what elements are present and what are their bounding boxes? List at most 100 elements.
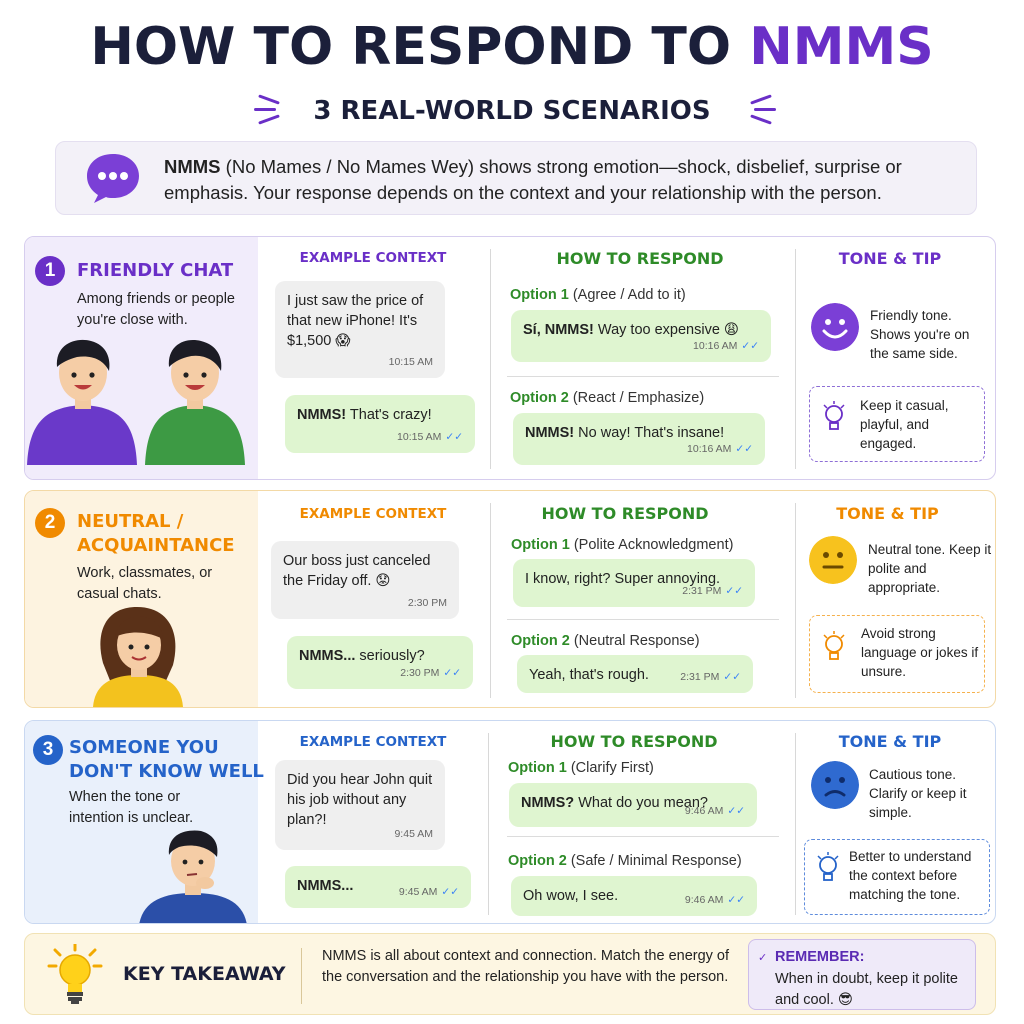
scenario-title: FRIENDLY CHAT: [77, 260, 234, 281]
lightbulb-icon: [823, 401, 845, 430]
remember-text: When in doubt, keep it polite and cool. …: [775, 971, 958, 1008]
message-time: 2:31 PM: [682, 585, 722, 597]
key-takeaway-box: KEY TAKEAWAY NMMS is all about context a…: [24, 933, 996, 1015]
reply-text: seriously?: [355, 648, 425, 664]
option-bold: Sí, NMMS!: [523, 322, 594, 338]
check-icon: ✓: [758, 952, 768, 964]
message-time: 2:30 PM: [400, 667, 440, 679]
tone-text: Friendly tone. Shows you're on the same …: [870, 308, 970, 361]
read-check-icon: ✓✓: [741, 340, 759, 352]
scenario-number-badge: 2: [35, 508, 65, 538]
option-1-label: Option 1 (Agree / Add to it): [510, 287, 686, 303]
context-header: EXAMPLE CONTEXT: [299, 734, 447, 750]
respond-header: HOW TO RESPOND: [556, 249, 724, 268]
remember-box: ✓ REMEMBER: When in doubt, keep it polit…: [748, 939, 976, 1010]
option-text: No way! That's insane!: [574, 425, 725, 441]
tone-header: TONE & TIP: [838, 732, 942, 751]
option-desc: (Safe / Minimal Response): [570, 853, 742, 869]
reply-bold: NMMS!: [297, 407, 347, 423]
option-number: Option 1: [511, 537, 570, 553]
option-2-label: Option 2 (Neutral Response): [511, 633, 700, 649]
option-desc: (Agree / Add to it): [572, 287, 686, 303]
message-time: 9:46 AM: [684, 894, 724, 906]
message-time: 10:16 AM: [687, 443, 732, 455]
intro-term: NMMS: [164, 156, 221, 177]
page-subtitle: 3 REAL-WORLD SCENARIOS: [313, 96, 711, 126]
scenario-left-column: 3 SOMEONE YOU DON'T KNOW WELL When the t…: [25, 721, 264, 923]
option-2-bubble: Oh wow, I see. 9:46 AM✓✓: [511, 876, 757, 916]
intro-text: NMMS (No Mames / No Mames Wey) shows str…: [164, 154, 964, 206]
message-time: 9:46 AM: [684, 805, 724, 817]
option-2-label: Option 2 (Safe / Minimal Response): [508, 853, 742, 869]
sad-face-icon: [811, 761, 859, 809]
message-time-group: 2:31 PM✓✓: [680, 667, 741, 687]
message-time-group: 10:15 AM✓✓: [397, 427, 463, 447]
option-1-label: Option 1 (Polite Acknowledgment): [511, 537, 733, 553]
read-check-icon: ✓✓: [441, 886, 459, 898]
intro-description: (No Mames / No Mames Wey) shows strong e…: [164, 156, 902, 203]
scenario-title-line2: DON'T KNOW WELL: [69, 761, 264, 782]
tone-text: Cautious tone. Clarify or keep it simple…: [869, 767, 967, 820]
reply-text: That's crazy!: [346, 407, 432, 423]
option-1-bubble: NMMS? What do you mean? 9:46 AM✓✓: [509, 783, 757, 827]
message-time: 2:30 PM: [407, 597, 447, 609]
lightbulb-icon: [823, 631, 845, 660]
friends-illustration: [27, 339, 245, 465]
scenario-left-column: 2 NEUTRAL / ACQUAINTANCE Work, classmate…: [25, 491, 258, 707]
option-2-bubble: NMMS! No way! That's insane! 10:16 AM✓✓: [513, 413, 765, 465]
context-message-bubble: I just saw the price of that new iPhone!…: [275, 281, 445, 378]
tip-text: Keep it casual, playful, and engaged.: [860, 398, 949, 451]
title-accent: NMMS: [749, 17, 934, 77]
woman-illustration: [93, 607, 183, 707]
context-message-text: Our boss just canceled the Friday off. 😟: [283, 553, 431, 589]
smiling-face-icon: [811, 303, 859, 351]
option-desc: (React / Emphasize): [572, 390, 705, 406]
tip-box: [809, 386, 985, 462]
option-number: Option 2: [510, 390, 569, 406]
scenario-panel-stranger: 3 SOMEONE YOU DON'T KNOW WELL When the t…: [24, 720, 996, 924]
scenario-description: Work, classmates, or casual chats.: [77, 565, 213, 602]
option-text: Yeah, that's rough.: [529, 667, 649, 683]
option-1-label: Option 1 (Clarify First): [508, 760, 654, 776]
read-check-icon: ✓✓: [445, 431, 463, 443]
tone-header: TONE & TIP: [838, 249, 942, 268]
option-1-bubble: I know, right? Super annoying. 2:31 PM✓✓: [513, 559, 755, 607]
message-time: 10:15 AM: [388, 356, 433, 368]
option-desc: (Neutral Response): [573, 633, 700, 649]
context-message-bubble: Our boss just canceled the Friday off. 😟…: [271, 541, 459, 619]
message-time-group: 10:16 AM✓✓: [687, 439, 753, 459]
tip-box: [804, 839, 990, 915]
option-number: Option 2: [508, 853, 567, 869]
scenario-description: Among friends or people you're close wit…: [77, 291, 235, 328]
message-time: 9:45 AM: [398, 886, 438, 898]
scenario-left-column: 1 FRIENDLY CHAT Among friends or people …: [25, 237, 258, 479]
remember-heading: REMEMBER:: [775, 949, 865, 965]
message-time-group: 9:46 AM✓✓: [685, 801, 745, 821]
scenario-number-badge: 1: [35, 256, 65, 286]
reply-bold: NMMS...: [299, 648, 356, 664]
option-number: Option 1: [508, 760, 567, 776]
read-check-icon: ✓✓: [727, 805, 745, 817]
message-time-group: 2:31 PM✓✓: [682, 581, 743, 601]
reply-message-bubble: NMMS... 9:45 AM✓✓: [285, 866, 471, 908]
context-message-text: I just saw the price of that new iPhone!…: [287, 293, 424, 349]
scenario-title-line1: SOMEONE YOU: [69, 737, 219, 758]
option-divider: [507, 619, 779, 620]
context-message-text: Did you hear John quit his job without a…: [287, 772, 433, 828]
column-divider: [488, 733, 489, 915]
tip-box: [809, 615, 985, 693]
takeaway-divider: [301, 948, 302, 1004]
scenario-title-line1: NEUTRAL /: [77, 511, 184, 532]
tip-text: Avoid strong language or jokes if unsure…: [861, 626, 979, 679]
read-check-icon: ✓✓: [725, 585, 743, 597]
scenario-panel-friendly: 1 FRIENDLY CHAT Among friends or people …: [24, 236, 996, 480]
message-time-group: 10:16 AM✓✓: [693, 336, 759, 356]
message-time-group: 9:45 AM✓✓: [399, 882, 459, 902]
option-text: I know, right? Super annoying.: [525, 571, 721, 587]
scenario-description: When the tone or intention is unclear.: [69, 789, 194, 826]
respond-header: HOW TO RESPOND: [541, 504, 709, 523]
neutral-face-icon: [809, 536, 857, 584]
takeaway-title: KEY TAKEAWAY: [123, 963, 286, 985]
tone-text: Neutral tone. Keep it polite and appropr…: [868, 542, 992, 595]
option-desc: (Clarify First): [570, 760, 654, 776]
